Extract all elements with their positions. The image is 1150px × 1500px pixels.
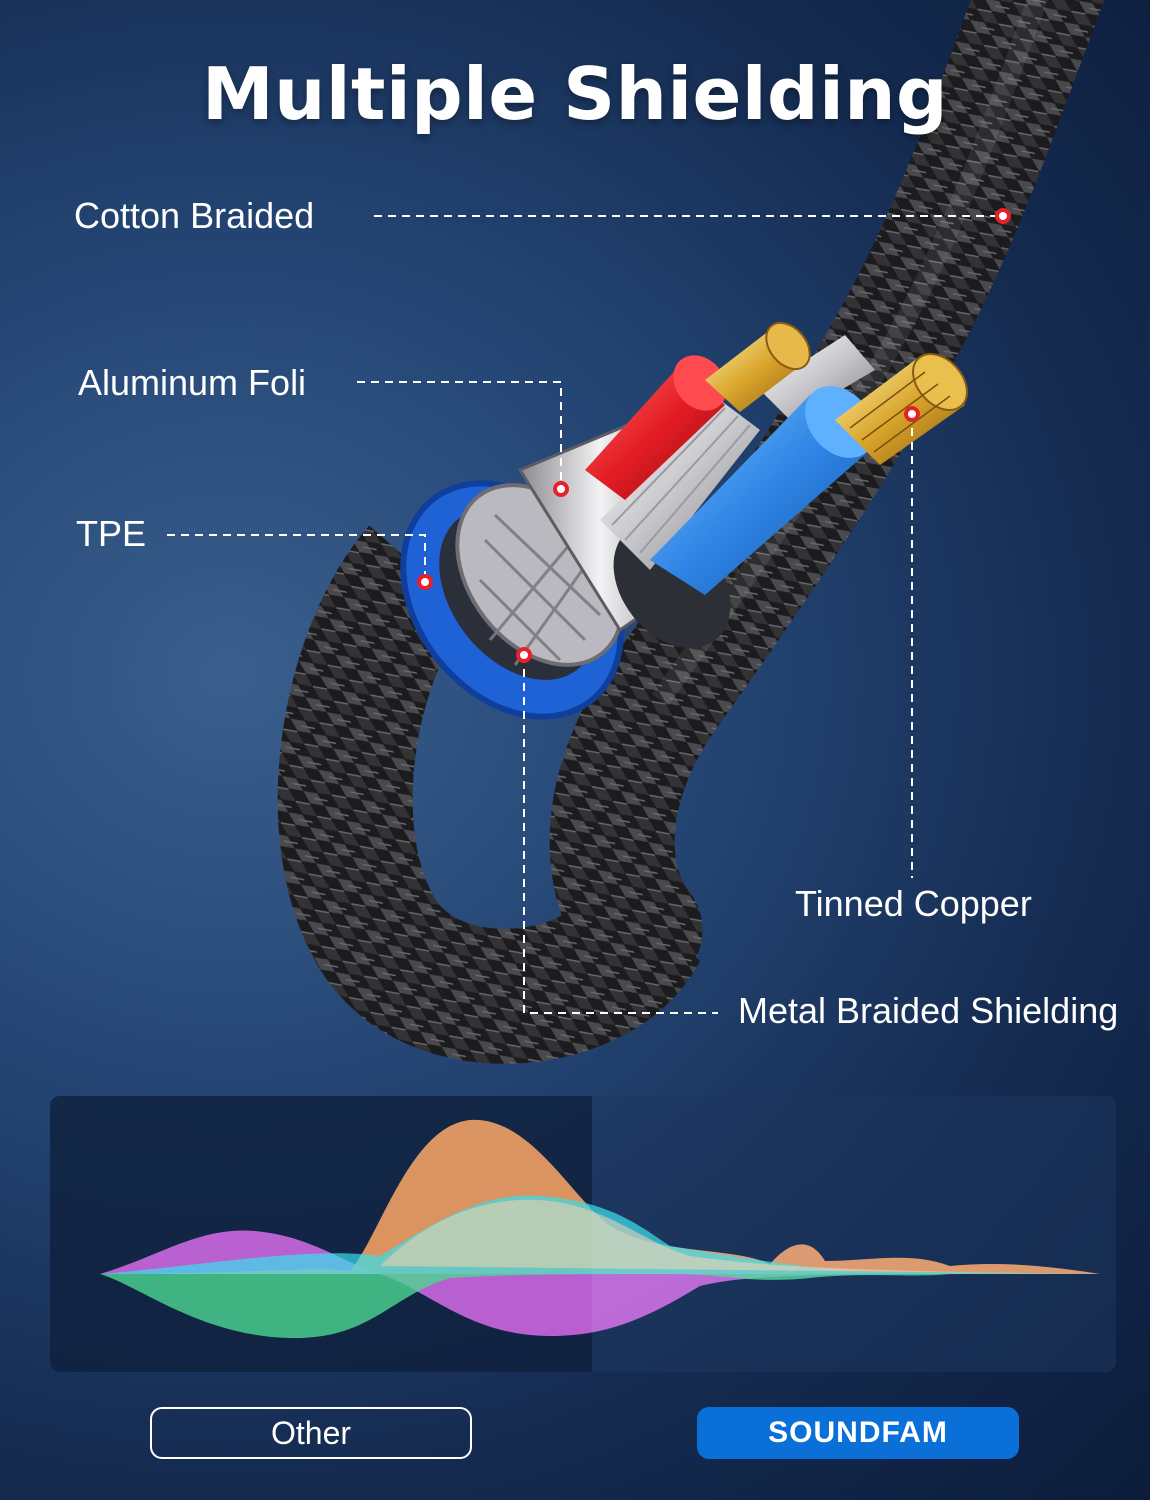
other-label-button[interactable]: Other	[150, 1407, 472, 1459]
sound-wave-graphic	[50, 1096, 1100, 1372]
callout-lines	[167, 215, 1003, 1014]
sound-wave-panel	[50, 1096, 1116, 1372]
wave-green	[100, 1272, 1100, 1339]
wave-magenta	[100, 1230, 1100, 1336]
label-cotton-braided: Cotton Braided	[74, 195, 315, 236]
label-tinned-copper: Tinned Copper	[795, 883, 1032, 924]
label-aluminum-foil: Aluminum Foli	[78, 362, 307, 403]
marker-aluminum-foil	[553, 481, 569, 497]
marker-cotton-braided	[995, 208, 1011, 224]
cable-bend	[277, 525, 701, 1064]
callout-markers	[417, 208, 1011, 663]
wave-peach	[380, 1199, 1100, 1274]
marker-metal-braided	[516, 647, 532, 663]
soundfam-label-button[interactable]: SOUNDFAM	[697, 1407, 1019, 1459]
label-tpe: TPE	[76, 513, 147, 554]
marker-tpe	[417, 574, 433, 590]
marker-tinned-copper	[904, 406, 920, 422]
blue-conductor	[650, 395, 870, 595]
page-title: Multiple Shielding	[201, 52, 949, 136]
label-metal-braided-shielding: Metal Braided Shielding	[738, 990, 1119, 1031]
cable-illustration	[167, 0, 1104, 1064]
